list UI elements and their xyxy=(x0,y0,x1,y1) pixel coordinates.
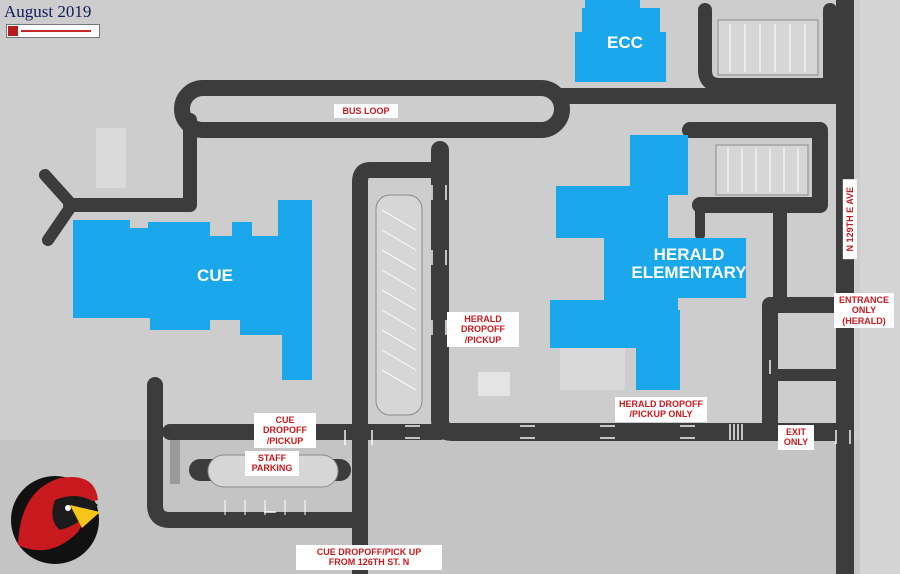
crosswalk-west xyxy=(170,440,180,484)
herald-dropoff-only-tag: HERALD DROPOFF /PICKUP ONLY xyxy=(615,397,707,422)
herald-parking-exit xyxy=(773,198,827,307)
cue-dropoff-tag-line2: /PICKUP xyxy=(266,435,304,446)
west-spur-road xyxy=(63,113,197,212)
herald-dropoff-tag-line1: HERALD DROPOFF xyxy=(461,314,505,335)
pad-herald-court xyxy=(560,345,625,390)
dropoff-loop-road xyxy=(352,162,448,440)
herald-building xyxy=(550,135,746,390)
east-strip xyxy=(860,0,900,574)
staff-parking-tag-line1: STAFF xyxy=(257,453,287,463)
herald-dropoff-only-tag-line2: /PICKUP ONLY xyxy=(629,409,693,420)
site-logo-icon xyxy=(6,24,100,38)
cue-126th-tag-line2: FROM 126TH ST. N xyxy=(328,557,410,568)
cue-south-drive xyxy=(147,377,368,574)
buildings xyxy=(73,0,746,390)
staff-parking-tag-line2: PARKING xyxy=(251,463,293,474)
entrance-only-tag-line3: (HERALD) xyxy=(842,315,886,326)
herald-label-line1: HERALD xyxy=(653,245,725,264)
entrance-only-tag-line1: ENTRANCE xyxy=(838,295,889,305)
lane-arrows xyxy=(264,185,851,513)
bus-loop-road xyxy=(174,80,570,138)
entrance-lane xyxy=(762,297,853,440)
west-spur-branch-b xyxy=(42,199,78,246)
herald-dropoff-tag: HERALD DROPOFF /PICKUP xyxy=(447,312,519,348)
cue-dropoff-tag: CUE DROPOFF /PICKUP xyxy=(254,413,316,449)
parking-islands xyxy=(207,19,819,488)
cue-126th-tag-line1: CUE DROPOFF/PICK UP xyxy=(316,547,422,557)
dropoff-island xyxy=(375,194,423,416)
pad-northwest xyxy=(96,128,126,188)
entrance-only-tag: ENTRANCE ONLY (HERALD) xyxy=(834,293,894,329)
herald-label: HERALD ELEMENTARY xyxy=(624,246,754,282)
pad-small-shed xyxy=(478,372,510,396)
street-name-label: N 129TH E AVE xyxy=(842,179,858,260)
herald-parking-loop xyxy=(682,122,828,213)
herald-parking-island xyxy=(715,144,809,196)
west-spur-branch-a xyxy=(39,169,78,211)
ecc-label: ECC xyxy=(607,33,643,52)
exit-only-tag-line1: EXIT xyxy=(785,427,806,437)
bus-loop-tag: BUS LOOP xyxy=(334,104,398,119)
ecc-building xyxy=(575,0,666,82)
cue-label: CUE xyxy=(197,266,233,285)
entrance-only-tag-line2: ONLY xyxy=(851,305,877,316)
exit-only-tag-line2: ONLY xyxy=(783,437,809,448)
map-date-title: August 2019 xyxy=(4,2,92,21)
herald-dropoff-only-tag-line1: HERALD DROPOFF xyxy=(619,399,703,409)
cue-dropoff-tag-line1: CUE DROPOFF xyxy=(263,415,307,436)
cue-126th-tag: CUE DROPOFF/PICK UP FROM 126TH ST. N xyxy=(296,545,442,570)
ecc-parking-loop xyxy=(698,3,837,92)
ecc-parking-island xyxy=(717,19,819,76)
parking-stripes xyxy=(224,24,806,515)
exit-only-tag: EXIT ONLY xyxy=(778,425,814,450)
staff-parking-tag: STAFF PARKING xyxy=(245,451,299,476)
herald-label-line2: ELEMENTARY xyxy=(631,262,747,282)
cardinal-mascot-icon xyxy=(11,476,100,564)
herald-dropoff-tag-line2: /PICKUP xyxy=(464,334,502,345)
cue-building xyxy=(73,200,312,380)
